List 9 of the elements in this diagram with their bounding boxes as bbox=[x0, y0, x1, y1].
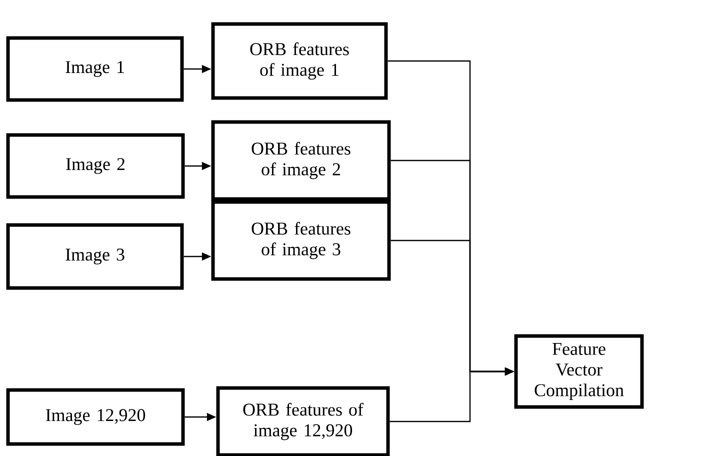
image-box: Image 3 bbox=[6, 223, 184, 290]
feature-box: ORB features of image 2 bbox=[211, 120, 391, 201]
image-box: Image 2 bbox=[6, 133, 185, 199]
feature-box: ORB features of image 12,920 bbox=[216, 386, 390, 456]
feature-box: ORB features of image 3 bbox=[211, 200, 391, 281]
result-box: Feature Vector Compilation bbox=[514, 334, 644, 409]
image-box: Image 1 bbox=[6, 36, 184, 102]
image-box: Image 12,920 bbox=[6, 388, 185, 446]
feature-box: ORB features of image 1 bbox=[211, 22, 388, 100]
